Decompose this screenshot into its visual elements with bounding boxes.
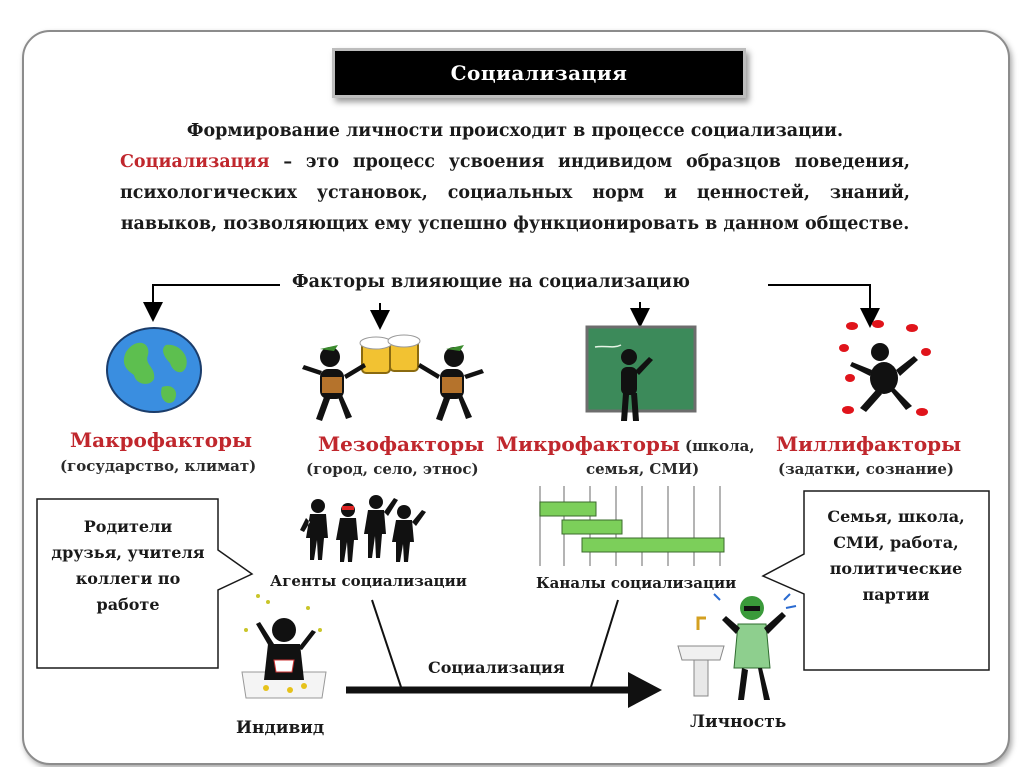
intro-statement: Формирование личности происходит в проце…	[186, 121, 844, 141]
personality-label: Личность	[690, 712, 787, 732]
left-callout-line: работе	[96, 595, 160, 614]
left-callout-line: Родители	[83, 517, 173, 536]
right-callout-line: СМИ, работа,	[833, 533, 959, 552]
toasting-people-icon	[302, 334, 484, 421]
left-callout-line: коллеги по	[75, 569, 181, 588]
people-group-icon	[300, 495, 426, 562]
micro-factor-desc: семья, СМИ)	[586, 460, 700, 478]
micro-factor-title: Микрофакторы (школа,	[496, 432, 755, 456]
chalkboard-icon	[585, 325, 697, 421]
agents-caption: Агенты социализации	[270, 572, 467, 590]
channels-bars-icon	[539, 486, 725, 566]
individual-label: Индивид	[236, 718, 325, 738]
right-callout-bubble	[761, 490, 990, 671]
milli-factor-name: Миллифакторы	[776, 432, 962, 456]
definition-term: Социализация	[120, 152, 270, 172]
right-callout-text: Семья, школа, СМИ, работа, политические …	[806, 504, 986, 608]
globe-icon	[106, 327, 202, 413]
definition-text: – это процесс усвоения индивидом образцо…	[120, 152, 910, 234]
left-callout-bubble	[36, 498, 254, 669]
personality-icon	[677, 593, 797, 700]
meso-factor-name: Мезофакторы	[318, 432, 485, 456]
factors-heading: Факторы влияющие на социализацию	[292, 272, 690, 292]
individual-icon	[241, 594, 327, 699]
milli-factor-desc: (задатки, сознание)	[778, 460, 954, 478]
left-callout-text: Родители друзья, учителя коллеги по рабо…	[38, 514, 218, 618]
macro-factor-desc: (государство, климат)	[60, 457, 257, 475]
channels-caption: Каналы социализации	[536, 574, 737, 592]
meso-factor-desc: (город, село, этнос)	[306, 460, 479, 478]
page-title: Социализация	[332, 48, 746, 98]
right-callout-line: Семья, школа,	[827, 507, 965, 526]
micro-factor-desc-inline: (школа,	[685, 437, 755, 455]
micro-factor-name: Микрофакторы	[496, 432, 680, 456]
definition-paragraph: Социализация – это процесс усвоения инди…	[120, 147, 910, 240]
right-callout-line: партии	[862, 585, 930, 604]
left-callout-line: друзья, учителя	[51, 543, 205, 562]
process-label: Социализация	[428, 658, 565, 677]
right-callout-line: политические	[829, 559, 963, 578]
juggler-icon	[839, 320, 931, 416]
macro-factor-name: Макрофакторы	[70, 428, 253, 452]
